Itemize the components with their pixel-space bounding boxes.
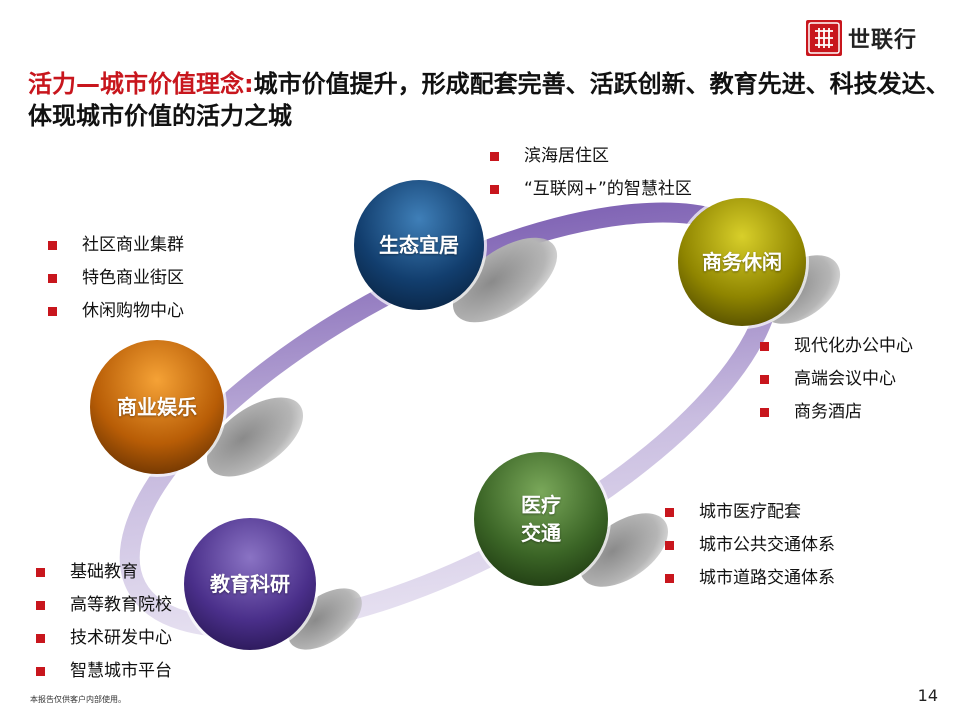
square-bullet-icon — [665, 541, 674, 550]
list-item: 基础教育 — [36, 556, 172, 589]
list-item: 城市医疗配套 — [665, 496, 835, 529]
square-bullet-icon — [665, 574, 674, 583]
list-item: 高端会议中心 — [760, 363, 913, 396]
node-label: 教育科研 — [210, 572, 290, 596]
square-bullet-icon — [36, 601, 45, 610]
list-item: 休闲购物中心 — [48, 295, 184, 328]
list-item: 城市公共交通体系 — [665, 529, 835, 562]
square-bullet-icon — [760, 342, 769, 351]
list-item: 技术研发中心 — [36, 622, 172, 655]
list-item: 智慧城市平台 — [36, 655, 172, 688]
list-item: 特色商业街区 — [48, 262, 184, 295]
brand-name: 世联行 — [848, 28, 918, 53]
list-item: 现代化办公中心 — [760, 330, 913, 363]
square-bullet-icon — [36, 667, 45, 676]
square-bullet-icon — [36, 634, 45, 643]
list-item: 城市道路交通体系 — [665, 562, 835, 595]
square-bullet-icon — [490, 152, 499, 161]
square-bullet-icon — [48, 241, 57, 250]
footer-note: 本报告仅供客户内部使用。 — [30, 695, 126, 704]
node-commerce-entertainment: 商业娱乐 — [90, 340, 224, 474]
node-medical-transport: 医疗 交通 — [474, 452, 608, 586]
list-business: 现代化办公中心 高端会议中心 商务酒店 — [760, 330, 913, 429]
list-commerce: 社区商业集群 特色商业街区 休闲购物中心 — [48, 229, 184, 328]
node-eco-living: 生态宜居 — [354, 180, 484, 310]
square-bullet-icon — [36, 568, 45, 577]
title-lead: 活力—城市价值理念: — [28, 70, 254, 98]
square-bullet-icon — [490, 185, 499, 194]
node-label: 医疗 交通 — [521, 493, 561, 545]
list-item: “互联网+”的智慧社区 — [490, 173, 692, 206]
square-bullet-icon — [760, 408, 769, 417]
seal-logo-icon — [806, 20, 842, 56]
list-medical: 城市医疗配套 城市公共交通体系 城市道路交通体系 — [665, 496, 835, 595]
list-item: 社区商业集群 — [48, 229, 184, 262]
list-eco: 滨海居住区 “互联网+”的智慧社区 — [490, 140, 692, 206]
page-number: 14 — [917, 686, 938, 705]
list-item: 滨海居住区 — [490, 140, 692, 173]
title-rest: 城市价值提升，形成配套完善、活跃创新、教育先进、科技发达、体现城市价值的活力之城 — [28, 70, 950, 130]
brand-logo: 世联行 — [806, 20, 917, 56]
square-bullet-icon — [48, 274, 57, 283]
list-education: 基础教育 高等教育院校 技术研发中心 智慧城市平台 — [36, 556, 172, 688]
node-label: 商业娱乐 — [117, 395, 197, 419]
list-item: 商务酒店 — [760, 396, 913, 429]
node-label: 商务休闲 — [702, 250, 782, 274]
square-bullet-icon — [760, 375, 769, 384]
slide-title: 活力—城市价值理念:城市价值提升，形成配套完善、活跃创新、教育先进、科技发达、体… — [28, 68, 953, 132]
list-item: 高等教育院校 — [36, 589, 172, 622]
node-label: 生态宜居 — [379, 233, 459, 257]
square-bullet-icon — [665, 508, 674, 517]
node-education-research: 教育科研 — [184, 518, 316, 650]
node-business-leisure: 商务休闲 — [678, 198, 806, 326]
square-bullet-icon — [48, 307, 57, 316]
